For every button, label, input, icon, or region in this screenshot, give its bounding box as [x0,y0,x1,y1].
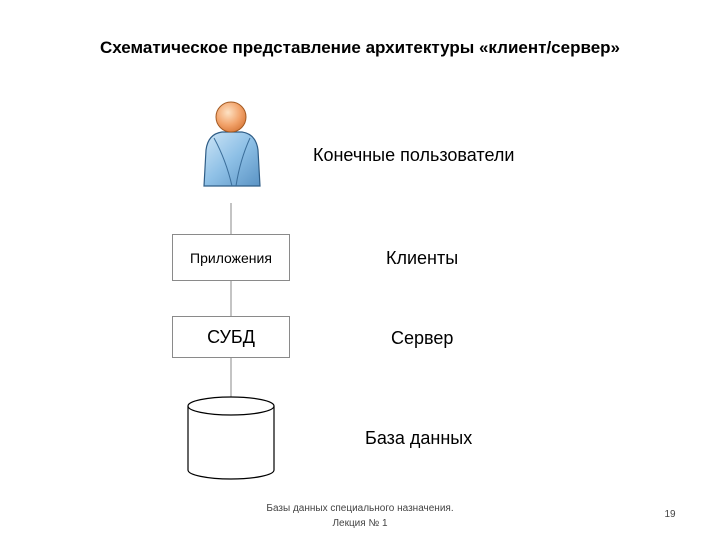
footer-line-2: Лекция № 1 [332,518,388,529]
user-icon [203,101,261,187]
server-label: Сервер [391,328,454,348]
database-cylinder-icon [187,396,275,480]
footer-text: Базы данных специального назначения. Лек… [250,501,470,531]
dbms-box: СУБД [172,316,290,358]
applications-box: Приложения [172,234,290,281]
slide-title: Схематическое представление архитектуры … [99,38,620,57]
clients-label: Клиенты [386,248,459,268]
footer-line-1: Базы данных специального назначения. [266,503,454,514]
database-label: База данных [365,428,473,448]
applications-label: Приложения [190,249,272,266]
users-label: Конечные пользователи [313,145,515,165]
dbms-label: СУБД [207,326,255,347]
page-number: 19 [664,509,676,520]
